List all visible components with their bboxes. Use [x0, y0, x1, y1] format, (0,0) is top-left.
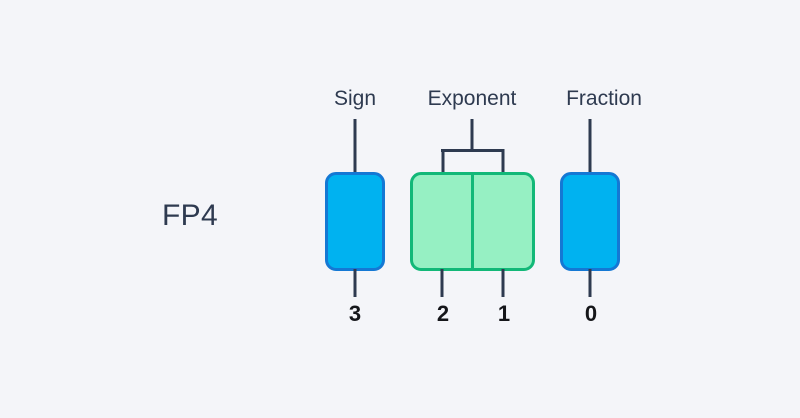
leader-line-bit-3	[353, 269, 357, 297]
connector-line-sign	[353, 119, 357, 174]
bit-cell-2[interactable]	[413, 175, 471, 268]
bit-cell-3[interactable]	[328, 175, 382, 268]
connector-bracket-exponent-bar	[441, 149, 504, 152]
format-name-label: FP4	[162, 199, 218, 232]
bit-index-3: 3	[348, 301, 362, 326]
bit-index-1: 1	[497, 301, 511, 326]
connector-line-fraction	[588, 119, 592, 174]
field-label-fraction: Fraction	[566, 87, 642, 110]
bit-index-2: 2	[436, 301, 450, 326]
bit-index-0: 0	[584, 301, 598, 326]
connector-bracket-exponent-left-leg	[441, 149, 444, 174]
bit-field-fraction[interactable]	[560, 172, 620, 271]
bit-cell-1[interactable]	[471, 175, 532, 268]
field-label-sign: Sign	[333, 87, 377, 110]
bit-cell-0[interactable]	[563, 175, 617, 268]
leader-line-bit-2	[440, 269, 444, 297]
bit-field-sign[interactable]	[325, 172, 385, 271]
connector-bracket-exponent-right-leg	[501, 149, 504, 174]
field-label-exponent: Exponent	[427, 87, 517, 110]
connector-line-exponent-stem	[470, 119, 474, 152]
bit-field-exponent[interactable]	[410, 172, 535, 271]
leader-line-bit-0	[588, 269, 592, 297]
leader-line-bit-1	[501, 269, 505, 297]
